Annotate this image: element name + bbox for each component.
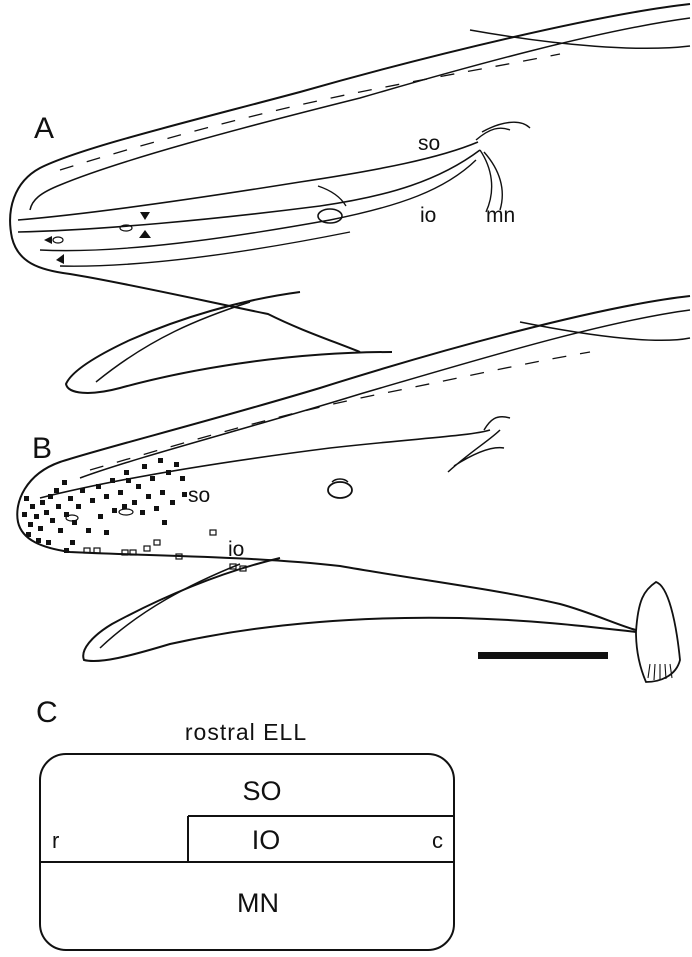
arrowhead-icon bbox=[140, 212, 150, 220]
arrowhead-icon bbox=[56, 254, 64, 264]
label-io-b: io bbox=[228, 538, 244, 561]
label-io-a: io bbox=[420, 204, 436, 227]
fish-a-inner-dorsal bbox=[30, 18, 690, 210]
label-mn-a: mn bbox=[486, 204, 515, 227]
panel-c-title: rostral ELL bbox=[185, 719, 307, 745]
panel-b-letter: B bbox=[32, 432, 52, 465]
label-so-a: so bbox=[418, 132, 440, 155]
fish-a-lower-jaw-inner bbox=[96, 302, 250, 382]
panel-c-letter: C bbox=[36, 696, 58, 729]
fish-a-arrowheads bbox=[44, 212, 151, 264]
fish-b-pectoral-fin bbox=[636, 582, 680, 682]
region-so: SO bbox=[242, 776, 281, 806]
fish-a-dorsal-outline bbox=[10, 4, 690, 352]
fish-a-nerve-lower bbox=[40, 160, 476, 251]
arrowhead-icon bbox=[44, 236, 52, 244]
fish-b-lower-jaw bbox=[83, 558, 636, 661]
fish-b-dashes bbox=[90, 352, 590, 470]
fish-a-mn-branch bbox=[476, 128, 510, 212]
region-mn: MN bbox=[237, 888, 279, 918]
fish-a-lower-jaw bbox=[66, 292, 392, 393]
fish-a-nerve-so bbox=[18, 142, 478, 220]
arrowhead-icon bbox=[139, 230, 151, 238]
fish-b-pores-open bbox=[66, 509, 246, 571]
label-so-b: so bbox=[188, 484, 210, 507]
edge-caudal: c bbox=[432, 828, 443, 853]
fish-b-gill-branch bbox=[448, 417, 510, 472]
edge-rostral: r bbox=[52, 828, 59, 853]
fish-b-fin-rays bbox=[648, 664, 672, 680]
panel-c: C rostral ELL SO IO MN r c bbox=[36, 696, 454, 950]
fish-b-eye bbox=[328, 482, 352, 498]
region-io: IO bbox=[252, 825, 281, 855]
panel-a-letter: A bbox=[34, 112, 54, 145]
fish-head-b bbox=[17, 296, 690, 682]
fish-a-eye bbox=[318, 209, 342, 223]
fish-a-nostril-2 bbox=[53, 237, 63, 243]
panel-b: B bbox=[17, 296, 690, 682]
scale-bar bbox=[478, 652, 608, 659]
fish-b-nerve bbox=[40, 430, 490, 498]
